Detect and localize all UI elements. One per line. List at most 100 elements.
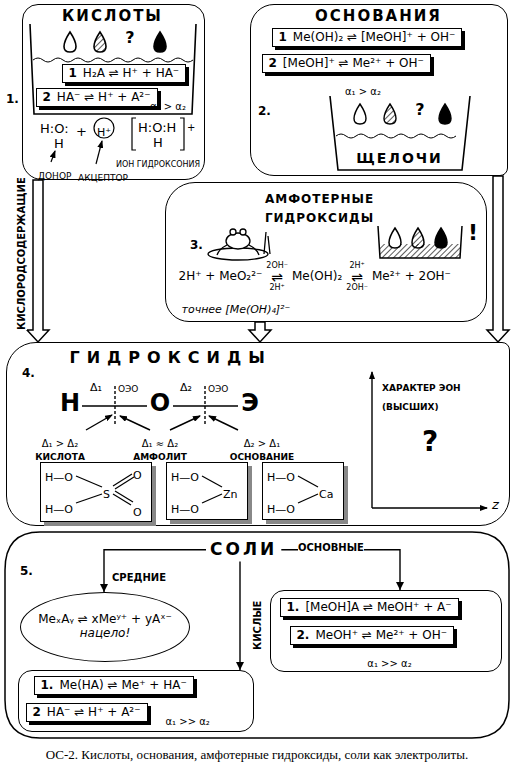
label-holder: ? — [415, 100, 424, 119]
node-text: Zn — [223, 488, 238, 501]
label-holder: Δ₁ ≈ Δ₂ — [142, 432, 178, 451]
cut-mark — [114, 386, 115, 424]
edge-label: КИСЛЫЕ — [252, 601, 263, 650]
node-text: S — [103, 488, 110, 501]
bond — [115, 477, 134, 489]
node-text: α₁ >> α₂ — [166, 716, 210, 727]
annotation-label: ! — [468, 220, 478, 245]
label-holder: КИСЛОТА — [35, 445, 85, 464]
node-text: ОСНОВАНИЯ — [315, 7, 442, 25]
text-holder: H—O — [45, 466, 73, 485]
annotation-label: H:O:H — [138, 120, 176, 135]
edge-label: СРЕДНИЕ — [112, 572, 166, 583]
node-text: H—O — [45, 471, 73, 484]
label-holder: H⁺ — [97, 121, 111, 140]
label-holder: O — [150, 390, 170, 418]
edge-label: ОСНОВНЫЕ — [298, 542, 364, 553]
beaker-outline — [330, 96, 470, 170]
reagent-text: 2H⁺ — [349, 262, 364, 270]
structure-box: H—OH—OZn — [166, 462, 248, 520]
annotation-label: ХАРАКТЕР ЭОН (ВЫСШИХ) — [382, 383, 461, 412]
label-holder: + — [187, 116, 195, 135]
arrowhead — [236, 662, 244, 670]
annotation-label: КИСЛОТА — [35, 452, 85, 462]
beaker-outline — [30, 24, 196, 114]
label-holder: z — [492, 494, 499, 513]
connector — [281, 550, 404, 590]
formula-text: HA⁻ ⇌ H⁺ + A²⁻ — [47, 705, 141, 719]
label-holder: АМФОЛИТ — [133, 445, 187, 464]
step-box: 2.MeOH⁺ ⇌ Me²⁺ + OH⁻ — [290, 626, 455, 646]
node-text: ГИДРОКСИДЫ — [70, 348, 272, 367]
step-box: 1Me(OH)₂ ⇌ [MeOH]⁺ + OH⁻ — [272, 28, 463, 48]
frog-body — [226, 233, 250, 249]
drop — [412, 228, 424, 248]
formula-text: MeOH⁺ ⇌ Me²⁺ + OH⁻ — [315, 628, 447, 642]
drop — [439, 104, 451, 124]
arrow-sign: ⇌ — [271, 270, 283, 284]
bond — [76, 476, 102, 487]
drop — [384, 104, 396, 124]
formula-text: Me(OH)₂ — [292, 270, 342, 284]
acid-beaker — [30, 24, 196, 114]
annotation-label: Δ₂ > Δ₁ — [244, 438, 280, 449]
reagent-text: 2OH⁻ — [266, 262, 288, 270]
amphoteric-beaker — [378, 226, 462, 258]
connector — [487, 176, 509, 342]
trend-axis — [372, 372, 487, 508]
annotation-label: 4. — [22, 366, 35, 380]
formula-text: H₂A ⇌ H⁺ + HA⁻ — [83, 66, 179, 80]
node-text: H—O — [171, 503, 199, 516]
label-holder: Δ₁ > Δ₂ — [42, 432, 78, 451]
text-holder: ЩЕЛОЧИ — [356, 148, 443, 167]
step-number: 1 — [69, 66, 77, 80]
step-number: 1. — [41, 678, 54, 692]
annotation-label: ОЭО — [208, 384, 228, 394]
annotation-label: α₁ > α₂ — [345, 86, 381, 97]
annotation-label: ОСНОВАНИЕ — [230, 452, 294, 462]
pointer-arrow — [120, 416, 150, 430]
acceptor-arrow — [96, 141, 102, 164]
node-text: АМФОТЕРНЫЕ ГИДРОКСИДЫ — [265, 192, 374, 225]
label-holder: ОСНОВАНИЕ — [230, 445, 294, 464]
label-holder: Δ₂ > Δ₁ — [244, 432, 280, 451]
annotation-label: H⁺ — [97, 126, 111, 139]
label-holder: Э — [241, 390, 259, 418]
step-box: 2HA⁻ ⇌ H⁺ + A²⁻ — [36, 88, 158, 108]
drop — [154, 32, 166, 52]
pointer-arrow — [170, 416, 200, 430]
node-text: O — [133, 469, 142, 482]
annotation-label: Δ₂ — [180, 381, 192, 394]
node-text: H—O — [267, 471, 295, 484]
edge-label-holder: КИСЛОРОДСОДЕРЖАЩИЕ — [10, 177, 29, 330]
annotation-label: Δ₁ — [90, 381, 102, 394]
equation-row: 2H⁺ + MeO₂²⁻2OH⁻⇌2H⁺Me(OH)₂2H⁺⇌2OH⁻Me²⁺ … — [177, 262, 453, 292]
node-text: H—O — [267, 503, 295, 516]
arrowhead — [100, 584, 108, 592]
axis — [372, 507, 487, 508]
label-holder: α₁ > α₂ — [150, 95, 186, 114]
label-holder: 3. — [190, 234, 203, 253]
label-holder: H:O:H — [138, 117, 176, 136]
label-holder: ОЭО — [208, 377, 228, 396]
oval-region: MeₓAᵧ ⇌ xMeʸ⁺ + yAˣ⁻нацело! — [20, 592, 190, 662]
annotation-label: z — [492, 497, 499, 512]
node-text: Ca — [319, 488, 333, 501]
label-holder: H:O: — [40, 118, 69, 137]
label-holder: + — [76, 121, 87, 140]
bond — [202, 494, 222, 503]
node-text: КИСЛОТЫ — [62, 7, 163, 25]
label-holder: ! — [468, 220, 478, 245]
structure-box: H—OH—OSOO — [40, 462, 152, 523]
formula-text: HA⁻ ⇌ H⁺ + A²⁻ — [57, 90, 151, 104]
region-blob: КИСЛОТЫ 1 H₂A ⇌ H⁺ + HA⁻ 2HA⁻ ⇌ H⁺ + A²⁻ — [22, 4, 205, 180]
label-holder: H — [153, 132, 163, 151]
text-holder: α₁ >> α₂ — [367, 652, 411, 671]
caption-holder: ОС-2. Кислоты, основания, амфотерные гид… — [46, 744, 469, 763]
annotation-label: ? — [422, 425, 438, 458]
caption-text: ОС-2. Кислоты, основания, амфотерные гид… — [46, 747, 469, 762]
step-number: 1 — [279, 30, 287, 44]
text-holder: ОСНОВАНИЯ — [315, 6, 442, 25]
label-holder: ? — [422, 426, 438, 458]
